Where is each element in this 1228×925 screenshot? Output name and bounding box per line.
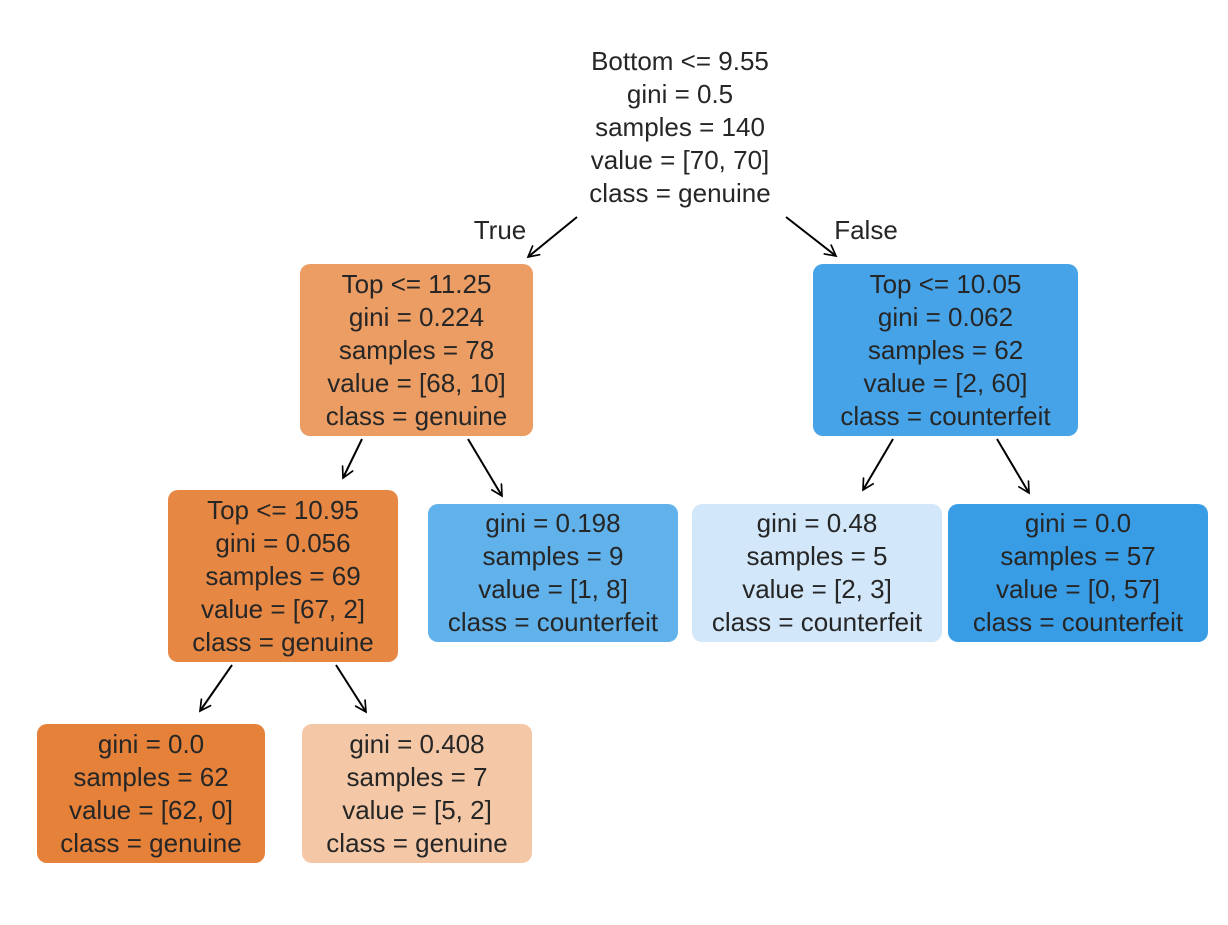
node-value: value = [62, 0] [68,794,234,825]
node-class: class = counterfeit [972,607,1184,637]
node-samples: samples = 62 [867,334,1024,365]
tree-leaf-left-left-left: gini = 0.0 samples = 62 value = [62, 0] … [37,724,265,863]
node-samples: samples = 57 [1000,541,1156,571]
node-gini: gini = 0.48 [756,508,878,538]
true-branch-label: True [473,215,527,245]
tree-leaf-left-right: gini = 0.198 samples = 9 value = [1, 8] … [428,504,678,642]
node-class: class = genuine [589,177,771,208]
node-class: class = counterfeit [840,400,1051,431]
node-split-rule: Bottom <= 9.55 [591,45,769,76]
edge-right-to-rightright-arrow [996,438,1030,495]
node-value: value = [2, 60] [863,367,1028,398]
node-gini: gini = 0.056 [215,527,351,558]
node-samples: samples = 140 [595,111,765,142]
node-gini: gini = 0.5 [626,78,734,109]
tree-node-left-left: Top <= 10.95 gini = 0.056 samples = 69 v… [168,490,398,662]
tree-leaf-left-left-right: gini = 0.408 samples = 7 value = [5, 2] … [302,724,532,863]
edge-leftleft-to-leaf2-arrow [335,664,367,714]
node-samples: samples = 9 [482,541,624,571]
node-gini: gini = 0.224 [348,301,485,332]
tree-leaf-right-left: gini = 0.48 samples = 5 value = [2, 3] c… [692,504,942,642]
edge-left-to-leftleft-arrow [341,438,363,480]
node-class: class = genuine [192,626,374,657]
tree-leaf-right-right: gini = 0.0 samples = 57 value = [0, 57] … [948,504,1208,642]
node-value: value = [5, 2] [342,794,492,825]
node-class: class = counterfeit [447,607,659,637]
node-split-rule: Top <= 11.25 [341,268,492,299]
node-value: value = [2, 3] [742,574,892,604]
false-branch-label: False [834,215,898,245]
tree-node-left: Top <= 11.25 gini = 0.224 samples = 78 v… [300,264,533,436]
node-samples: samples = 7 [346,761,488,792]
node-split-rule: Top <= 10.95 [207,494,359,525]
edge-right-to-rightleft-arrow [862,438,894,492]
node-samples: samples = 69 [205,560,361,591]
node-class: class = genuine [325,400,508,431]
node-samples: samples = 78 [338,334,495,365]
node-value: value = [70, 70] [590,144,770,175]
edge-left-to-leftright-arrow [467,438,503,498]
node-value: value = [68, 10] [327,367,506,398]
node-gini: gini = 0.062 [877,301,1014,332]
node-class: class = genuine [326,827,508,858]
tree-node-root: Bottom <= 9.55 gini = 0.5 samples = 140 … [545,42,815,212]
node-split-rule: Top <= 10.05 [869,268,1022,299]
node-gini: gini = 0.408 [349,728,485,759]
node-value: value = [67, 2] [200,593,366,624]
node-value: value = [0, 57] [995,574,1161,604]
node-gini: gini = 0.198 [485,508,621,538]
node-class: class = genuine [60,827,242,858]
node-class: class = counterfeit [711,607,923,637]
node-samples: samples = 62 [73,761,229,792]
node-gini: gini = 0.0 [97,728,205,759]
node-gini: gini = 0.0 [1024,508,1132,538]
tree-node-right: Top <= 10.05 gini = 0.062 samples = 62 v… [813,264,1078,436]
node-value: value = [1, 8] [478,574,628,604]
edge-leftleft-to-leaf1-arrow [198,664,233,713]
node-samples: samples = 5 [746,541,888,571]
